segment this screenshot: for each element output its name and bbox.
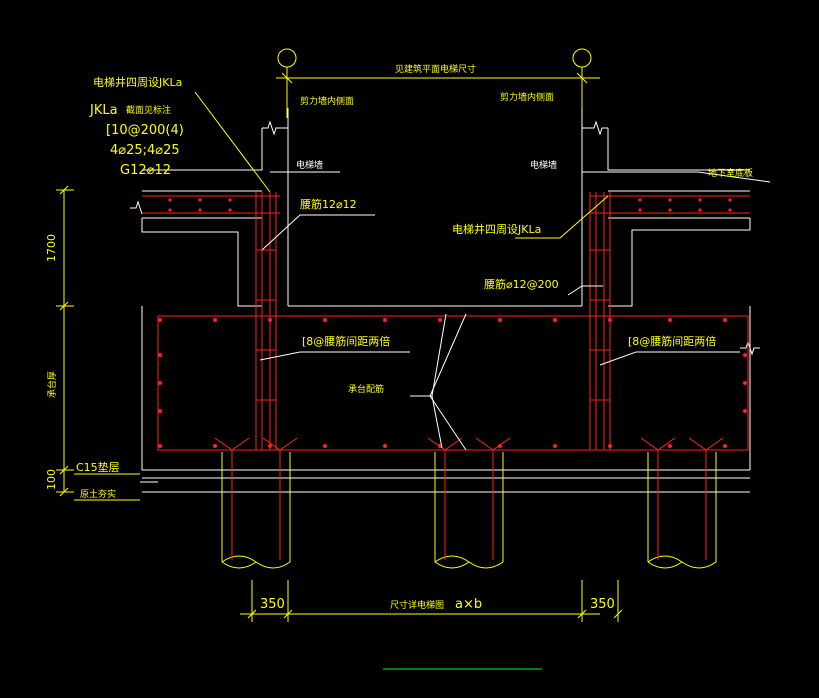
axis-bubble-right bbox=[572, 48, 592, 68]
concrete-outline bbox=[130, 108, 760, 493]
rebar bbox=[142, 192, 750, 560]
tie-bar-label-right: 腰筋⌀12@200 bbox=[484, 277, 559, 291]
beam-main-bars-spec: 4⌀25;4⌀25 bbox=[110, 143, 180, 158]
dim-axb: a×b bbox=[455, 597, 482, 612]
basement-floor-label: 地下室底板 bbox=[708, 167, 753, 179]
pile-left bbox=[221, 452, 291, 569]
yellow-leaders bbox=[194, 91, 609, 239]
dim-elevator-label: 尺寸详电梯图 bbox=[390, 599, 444, 611]
cap-rebar-label: 承台配筋 bbox=[348, 383, 384, 395]
beam-side-bars-spec: G12⌀12 bbox=[120, 163, 171, 178]
axis-markers bbox=[276, 48, 600, 118]
dim-1700: 1700 bbox=[45, 234, 58, 262]
pile-middle bbox=[434, 452, 504, 569]
c15-cushion-label: C15垫层 bbox=[76, 460, 120, 474]
shear-wall-label-left: 剪力墙内侧面 bbox=[300, 95, 354, 107]
top-dimension-label: 见建筑平面电梯尺寸 bbox=[395, 63, 476, 75]
shear-wall-label-right: 剪力墙内侧面 bbox=[500, 91, 554, 103]
bottom-dimension-chain bbox=[240, 580, 623, 622]
tie-bar-label-left: 腰筋12⌀12 bbox=[300, 197, 357, 211]
dim-350-left: 350 bbox=[260, 597, 285, 612]
leader-lines bbox=[140, 171, 771, 483]
elevator-wall-label-left: 电梯墙 bbox=[296, 159, 323, 171]
axis-bubble-left bbox=[277, 48, 297, 68]
rebar-dots bbox=[158, 198, 747, 448]
dim-cap-thickness: 承台厚 bbox=[46, 371, 58, 398]
compacted-soil-label: 原土夯实 bbox=[80, 488, 116, 500]
piles bbox=[221, 452, 717, 569]
stirrup-label-right: [8@腰筋间距两倍 bbox=[628, 334, 716, 348]
pit-beam-label-left: 电梯井四周设JKLa bbox=[93, 75, 182, 89]
stirrup-label-left: [8@腰筋间距两倍 bbox=[302, 334, 390, 348]
dim-350-right: 350 bbox=[590, 597, 615, 612]
pit-beam-label-right: 电梯井四周设JKLa bbox=[452, 222, 541, 236]
elevator-wall-label-right: 电梯墙 bbox=[530, 159, 557, 171]
text-labels: 见建筑平面电梯尺寸 剪力墙内侧面 剪力墙内侧面 电梯墙 电梯墙 地下室底板 电梯… bbox=[45, 63, 753, 612]
left-dimension-chain bbox=[56, 185, 140, 501]
beam-spec-title: JKLa bbox=[89, 103, 118, 118]
dim-100: 100 bbox=[45, 469, 58, 490]
beam-spec-note: 截面见标注 bbox=[126, 104, 171, 116]
beam-stirrup-spec: [10@200(4) bbox=[106, 123, 184, 138]
